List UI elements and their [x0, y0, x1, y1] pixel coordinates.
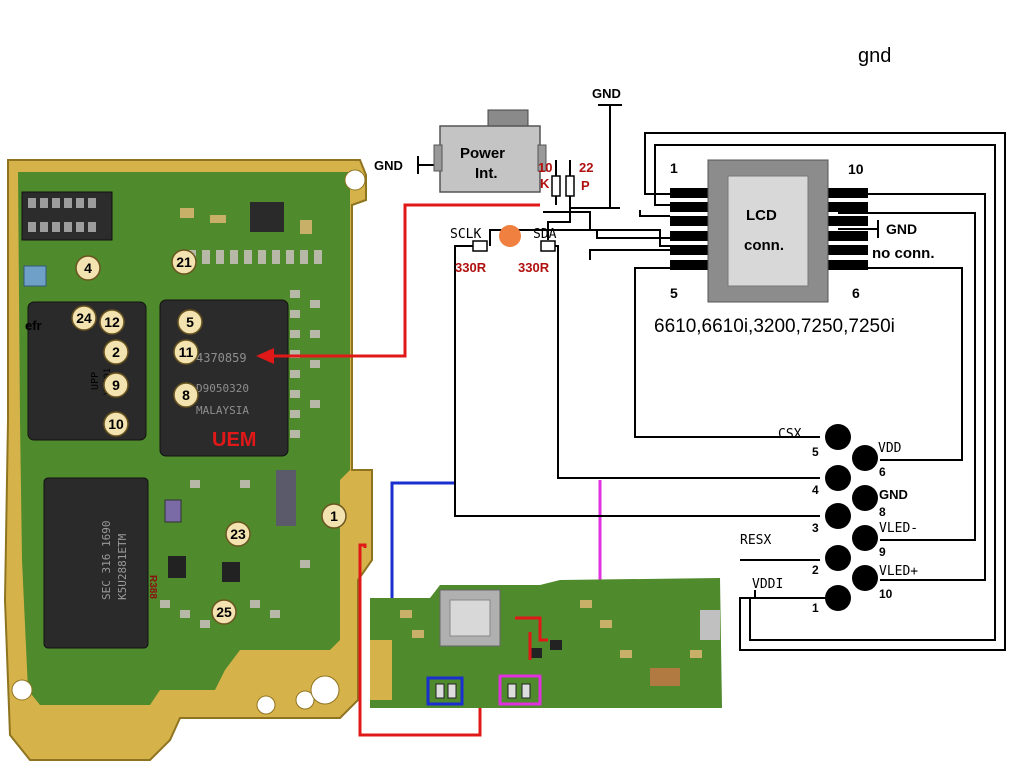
- test-point-marker: 2: [103, 339, 129, 365]
- resistor-sda: [540, 240, 556, 252]
- test-point-marker: 1: [321, 503, 347, 529]
- power-interface: Power Int.: [433, 109, 547, 193]
- black-wires: [417, 104, 1006, 651]
- lcd-pin10: 10: [848, 161, 864, 177]
- test-point-label: 5: [186, 314, 194, 330]
- pin-n1: 1: [812, 601, 819, 615]
- lcd-pin5: 5: [670, 285, 678, 301]
- lcd-pin6: 6: [852, 285, 860, 301]
- bottom-pcb-strip: [370, 578, 722, 708]
- chip-left-text1: UPP: [90, 372, 101, 390]
- gnd-left-label: GND: [374, 158, 403, 173]
- test-point-label: 11: [179, 344, 194, 360]
- power-label-2: Int.: [475, 165, 498, 182]
- pin-vled-plus: VLED+: [879, 564, 918, 579]
- top-gnd-label: gnd: [858, 45, 891, 67]
- test-point-label: 10: [108, 416, 124, 432]
- lcd-gnd: GND: [886, 221, 917, 237]
- lcd-title-2: conn.: [744, 237, 784, 254]
- sclk-label: SCLK: [450, 227, 481, 242]
- pin-n3: 3: [812, 521, 819, 535]
- test-point-label: 25: [216, 604, 232, 620]
- test-point-label: 23: [230, 526, 246, 542]
- chip-right-text3: MALAYSIA: [196, 404, 249, 417]
- test-point-label: 8: [182, 387, 190, 403]
- test-point-marker: 8: [173, 382, 199, 408]
- test-point-markers: 4 21 24 12 5 2 11 9 8 10 1 23 25: [71, 249, 347, 625]
- sda-label: SDA: [533, 227, 557, 242]
- pin-csx: CSX: [778, 427, 802, 442]
- uem-label: UEM: [212, 429, 256, 451]
- efr-label: efr: [25, 318, 42, 333]
- test-point-label: 24: [76, 310, 92, 326]
- power-label-1: Power: [460, 145, 505, 162]
- lcd-noconn: no conn.: [872, 245, 935, 262]
- test-point-marker: 12: [99, 309, 125, 335]
- pin-n6: 6: [879, 465, 886, 479]
- chip-right-text2: D9050320: [196, 382, 249, 395]
- magenta-pad-box: [498, 674, 542, 706]
- test-point-label: 9: [112, 377, 120, 393]
- mem-text2: K5U2881ETM: [116, 533, 129, 600]
- test-point-marker: 5: [177, 309, 203, 335]
- pin-n5: 5: [812, 445, 819, 459]
- test-point-marker: 21: [171, 249, 197, 275]
- lcd-title-1: LCD: [746, 207, 777, 224]
- orange-marker: [499, 225, 521, 247]
- chip-right-text1: 4370859: [196, 351, 247, 365]
- cap-22p-b: P: [581, 178, 590, 193]
- lcd-connector: LCD conn.: [670, 159, 868, 303]
- test-point-label: 1: [330, 508, 338, 524]
- test-point-marker: 10: [103, 411, 129, 437]
- arrow-head: [256, 348, 274, 364]
- mem-text1: SEC 316 1690: [100, 521, 113, 600]
- resistor-sclk: [472, 240, 488, 252]
- capacitor-22p: [565, 175, 575, 197]
- test-point-label: 4: [84, 260, 92, 276]
- pin-gnd: GND: [879, 487, 908, 502]
- gnd-top-label: GND: [592, 86, 621, 101]
- red-wire-uem: [270, 203, 540, 358]
- cap-22p-a: 22: [579, 160, 593, 175]
- pin-n2: 2: [812, 563, 819, 577]
- pin-n9: 9: [879, 545, 886, 559]
- pin-connector: [825, 424, 878, 611]
- pin-vddi: VDDI: [752, 577, 783, 592]
- lcd-models: 6610,6610i,3200,7250,7250i: [654, 316, 895, 337]
- pin-n4: 4: [812, 483, 819, 497]
- test-point-label: 21: [176, 254, 192, 270]
- pin-vdd: VDD: [878, 441, 902, 456]
- res-10k-a: 10: [538, 160, 552, 175]
- test-point-marker: 25: [211, 599, 237, 625]
- test-point-marker: 9: [103, 372, 129, 398]
- pin-n10: 10: [879, 587, 893, 601]
- lcd-pin1: 1: [670, 160, 678, 176]
- test-point-marker: 24: [71, 305, 97, 331]
- r-sda-label: 330R: [518, 260, 550, 275]
- resistor-10k: [551, 175, 561, 197]
- r-sclk-label: 330R: [455, 260, 487, 275]
- phone-pcb: UPP V8301 4370859 D9050320 MALAYSIA UEM …: [3, 159, 373, 761]
- pin-vled-minus: VLED-: [879, 521, 918, 536]
- blue-pad-box: [426, 676, 464, 706]
- test-point-label: 2: [112, 344, 120, 360]
- test-point-marker: 11: [173, 339, 199, 365]
- test-point-marker: 23: [225, 521, 251, 547]
- pin-n8: 8: [879, 505, 886, 519]
- test-point-label: 12: [104, 314, 120, 330]
- r388-label: R388: [147, 575, 158, 599]
- pin-resx: RESX: [740, 533, 771, 548]
- res-10k-b: K: [540, 176, 550, 191]
- test-point-marker: 4: [75, 255, 101, 281]
